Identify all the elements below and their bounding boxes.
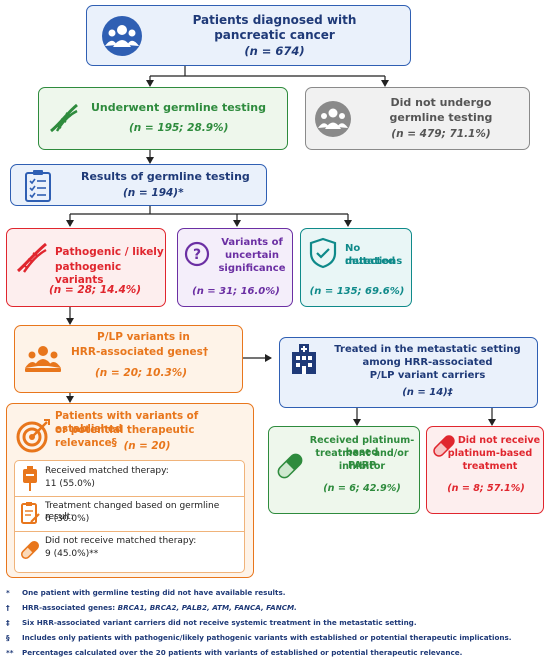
footnote-text: Percentages calculated over the 20 patie…: [22, 648, 463, 657]
footnote-mark: §: [6, 633, 10, 642]
target-icon: [16, 419, 50, 453]
vus-line3: significance: [218, 263, 286, 274]
relevance-items-panel: Received matched therapy: 11 (55.0%) Tre…: [14, 460, 245, 573]
vus-box: ? Variants of uncertain significance (n …: [177, 228, 293, 307]
pill-capsule-icon: [21, 541, 39, 559]
footnote-text: One patient with germline testing did no…: [22, 588, 286, 597]
top-title-line2: pancreatic cancer: [214, 28, 335, 42]
metastatic-line1: Treated in the metastatic setting: [334, 344, 521, 355]
footnote-text: Includes only patients with pathogenic/l…: [22, 633, 512, 642]
platinum-no-count: (n = 8; 57.1%): [447, 483, 525, 494]
hrr-line2: HRR-associated genes†: [71, 346, 209, 358]
question-mark-icon: ?: [184, 241, 210, 267]
plp-line1: Pathogenic / likely: [55, 246, 164, 258]
divider: [15, 531, 244, 532]
relevance-line2: or potential therapeutic relevance§: [55, 424, 195, 449]
svg-text:?: ?: [193, 247, 201, 263]
tested-title: Underwent germline testing: [91, 101, 266, 114]
people-group-icon: [102, 16, 142, 56]
footnote-mark: *: [6, 588, 10, 597]
footnote-mark: **: [6, 648, 14, 657]
footnote-mark: †: [6, 603, 10, 612]
metastatic-box: Treated in the metastatic setting among …: [279, 337, 538, 408]
platinum-yes-line2: treatment and/or PARP: [315, 448, 409, 471]
item-label: Treatment changed based on germline resu…: [45, 501, 220, 523]
item-value: 6 (30.0%): [45, 514, 90, 524]
plp-line2: pathogenic variants: [55, 261, 122, 287]
item-label: Did not receive matched therapy:: [45, 536, 197, 546]
people-group-icon: [25, 346, 61, 372]
relevance-count: (n = 20): [123, 440, 171, 452]
not-tested-box: Did not undergo germline testing (n = 47…: [305, 87, 530, 150]
dna-icon: [50, 103, 78, 133]
hrr-box: P/LP variants in HRR-associated genes† (…: [14, 325, 243, 393]
item-value: 11 (55.0%): [45, 479, 95, 489]
top-box: Patients diagnosed with pancreatic cance…: [86, 5, 411, 66]
footnote: * One patient with germline testing did n…: [6, 588, 285, 597]
platinum-no-line2: platinum-based: [447, 448, 533, 459]
hrr-count: (n = 20; 10.3%): [95, 367, 188, 379]
pill-capsule-icon: [433, 435, 455, 457]
vus-count: (n = 31; 16.0%): [192, 286, 280, 297]
plp-box: Pathogenic / likely pathogenic variants …: [6, 228, 166, 307]
footnote: † HRR-associated genes: BRCA1, BRCA2, PAL…: [6, 603, 297, 612]
vus-line2: uncertain: [225, 250, 279, 261]
plp-count: (n = 28; 14.4%): [49, 284, 142, 296]
divider: [15, 496, 244, 497]
results-title: Results of germline testing: [81, 170, 250, 183]
not-tested-count: (n = 479; 71.1%): [391, 128, 491, 140]
nomut-line1: No mutations: [345, 243, 403, 267]
footnote: ** Percentages calculated over the 20 pat…: [6, 648, 462, 657]
footnote-text: Six HRR-associated variant carriers did …: [22, 618, 417, 627]
platinum-received-box: Received platinum-based treatment and/or…: [268, 426, 420, 514]
top-title-line1: Patients diagnosed with: [192, 13, 357, 27]
tested-count: (n = 195; 28.9%): [129, 122, 229, 134]
not-tested-line2: germline testing: [389, 111, 493, 124]
tested-box: Underwent germline testing (n = 195; 28.…: [38, 87, 288, 150]
nomut-line2: detected: [345, 256, 396, 267]
metastatic-line3: P/LP variant carriers: [369, 370, 486, 381]
platinum-no-line3: treatment: [462, 461, 518, 472]
platinum-no-line1: Did not receive: [457, 435, 541, 446]
platinum-yes-line3: inhibitor: [338, 461, 386, 472]
platinum-yes-count: (n = 6; 42.9%): [323, 483, 401, 494]
results-box: Results of germline testing (n = 194)*: [10, 164, 267, 206]
platinum-yes-line1: Received platinum-based: [309, 435, 415, 458]
footnote-mark: ‡: [6, 618, 10, 627]
people-group-icon: [315, 101, 351, 137]
vus-line1: Variants of: [221, 237, 283, 248]
footnote-text: HRR-associated genes:: [22, 603, 118, 612]
metastatic-count: (n = 14)‡: [402, 387, 453, 398]
pill-capsule-icon: [277, 453, 303, 479]
top-count: (n = 674): [244, 44, 305, 58]
nomut-count: (n = 135; 69.6%): [309, 286, 405, 297]
footnote-genes: BRCA1, BRCA2, PALB2, ATM, FANCA, FANCM.: [117, 603, 297, 612]
results-count: (n = 194)*: [123, 187, 184, 199]
metastatic-line2: among HRR-associated: [362, 357, 493, 368]
hospital-building-icon: [292, 344, 316, 374]
item-label: Received matched therapy:: [45, 466, 169, 476]
clipboard-pencil-icon: [21, 502, 40, 524]
dna-icon: [17, 242, 47, 273]
relevance-box: Patients with variants of established or…: [6, 403, 254, 578]
relevance-line1: Patients with variants of established: [55, 410, 199, 435]
hrr-line1: P/LP variants in: [97, 331, 190, 343]
footnote: § Includes only patients with pathogenic/…: [6, 633, 512, 642]
no-mutations-box: No mutations detected (n = 135; 69.6%): [300, 228, 412, 307]
not-tested-line1: Did not undergo: [390, 96, 492, 109]
shield-check-icon: [309, 237, 337, 269]
footnote: ‡ Six HRR-associated variant carriers did…: [6, 618, 417, 627]
item-value: 9 (45.0%)**: [45, 549, 99, 559]
iv-bag-icon: [23, 466, 37, 491]
platinum-not-received-box: Did not receive platinum-based treatment…: [426, 426, 544, 514]
clipboard-checklist-icon: [25, 170, 51, 202]
